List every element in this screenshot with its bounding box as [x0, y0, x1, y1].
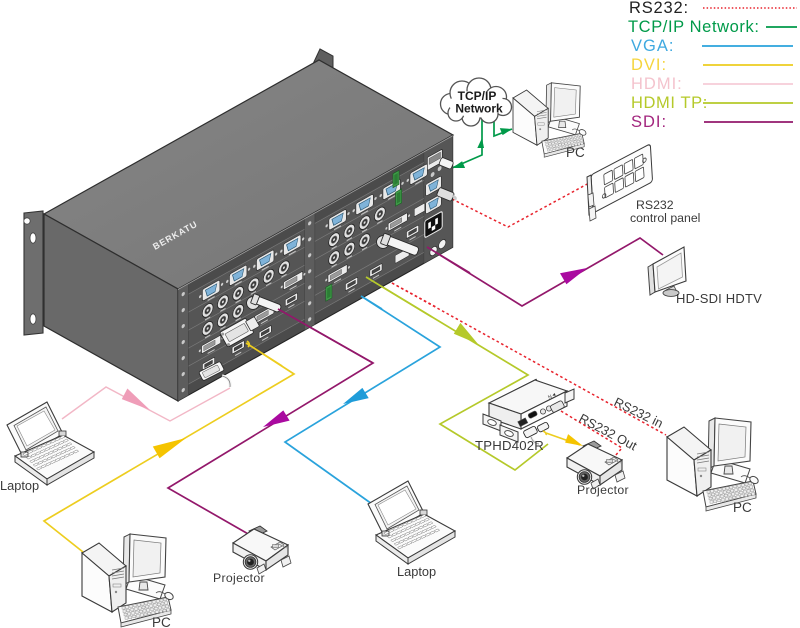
svg-text:RS232: RS232: [636, 198, 674, 212]
svg-text:Projector: Projector: [213, 571, 265, 585]
svg-text:PC: PC: [152, 615, 171, 628]
svg-text:control panel: control panel: [630, 211, 700, 225]
svg-text:Network: Network: [455, 102, 503, 116]
svg-text:Laptop: Laptop: [397, 564, 436, 579]
svg-text:PC: PC: [566, 145, 585, 160]
svg-text:TCP/IP: TCP/IP: [458, 89, 497, 103]
svg-text:Projector: Projector: [577, 483, 629, 497]
svg-text:DVI:: DVI:: [631, 56, 667, 74]
svg-text:TCP/IP Network:: TCP/IP Network:: [628, 18, 760, 36]
svg-text:Laptop: Laptop: [0, 478, 39, 493]
svg-text:RS232:: RS232:: [629, 0, 689, 17]
svg-text:HDMI:: HDMI:: [631, 75, 683, 93]
svg-text:SDI:: SDI:: [631, 113, 667, 131]
svg-text:PC: PC: [733, 500, 752, 515]
svg-text:TPHD402R: TPHD402R: [475, 438, 544, 453]
svg-text:VGA:: VGA:: [631, 37, 674, 55]
svg-text:HD-SDI HDTV: HD-SDI HDTV: [676, 291, 762, 306]
svg-text:N◄: N◄: [547, 392, 557, 401]
svg-text:HDMI TP:: HDMI TP:: [631, 94, 708, 112]
